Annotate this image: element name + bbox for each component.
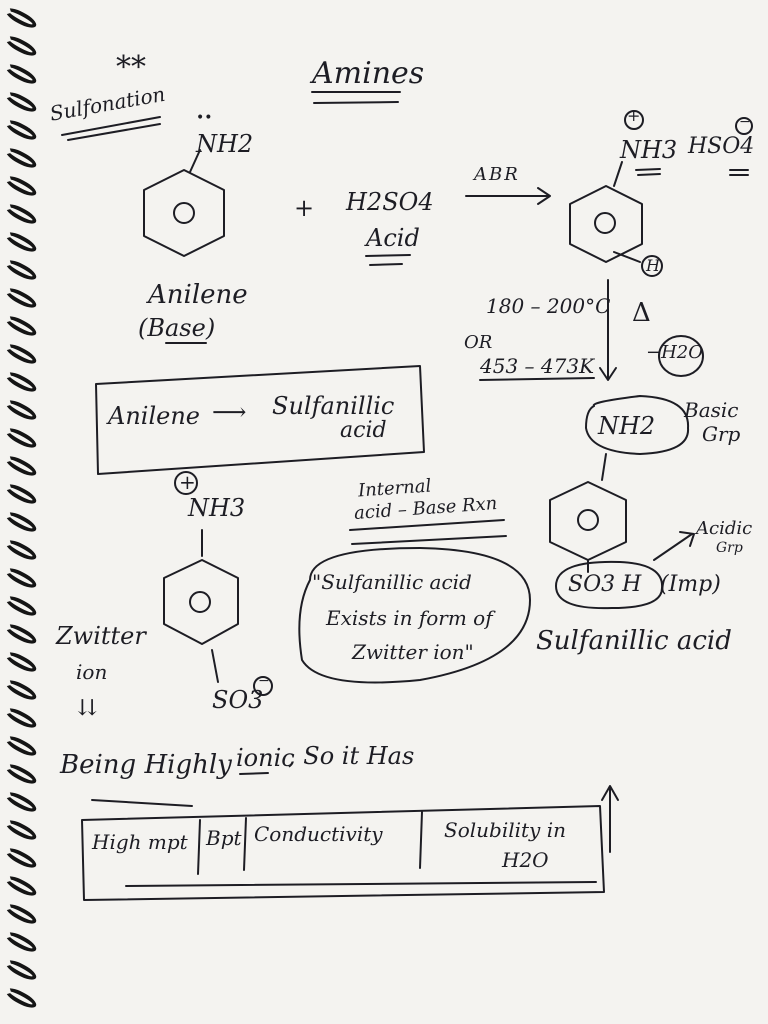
aniline-charge-dots: •• <box>196 110 213 126</box>
quote-line3: Zwitter ion" <box>352 640 474 664</box>
zwitter-label-line2: ion <box>76 660 108 684</box>
page-title: Amines <box>312 56 425 91</box>
reactant-type: (Base) <box>138 314 216 342</box>
zwitter-bottom-charge: − <box>258 673 270 689</box>
intermediate-plus-charge: + <box>627 106 641 125</box>
statement-before: Being Highly <box>60 750 232 780</box>
box-to-line1: Sulfanillic <box>272 392 395 420</box>
sulfanilic-acid-benzene-ring <box>549 453 695 610</box>
statement-after: , So it Has <box>288 742 415 770</box>
stars-mark: ** <box>116 50 146 85</box>
delta-sign: Δ <box>632 298 651 328</box>
box-arrow: ⟶ <box>212 398 247 426</box>
reactant-name: Anilene <box>148 280 248 310</box>
box-from: Anilene <box>108 402 201 430</box>
water-loss: −H2O <box>646 342 703 363</box>
property-solubility-h2o: H2O <box>502 848 549 872</box>
zwitter-down-arrow: ⇊ <box>78 696 97 721</box>
statement-ionic: ionic <box>236 744 295 772</box>
zwitter-label-line1: Zwitter <box>56 622 146 650</box>
temp-celsius: 180 – 200°C <box>486 294 611 318</box>
property-solubility: Solubility in <box>444 818 566 842</box>
plus-sign: + <box>294 194 315 222</box>
intermediate-counter-ion: HSO4 <box>688 134 755 159</box>
product-name: Sulfanillic acid <box>536 626 732 656</box>
zwitter-bottom-group: SO3 <box>212 686 264 714</box>
basic-label-2: Grp <box>702 422 741 446</box>
aniline-benzene-ring <box>143 149 225 257</box>
acidic-label-1: Acidic <box>696 518 753 539</box>
property-high-mpt: High mpt <box>92 830 188 854</box>
temp-kelvin: 453 – 473K <box>480 354 595 378</box>
zwitter-top-charge: + <box>179 470 196 494</box>
zwitter-top-group: NH3 <box>188 494 246 522</box>
reagent-type: Acid <box>366 224 420 252</box>
reagent-formula: H2SO4 <box>346 188 434 216</box>
intermediate-group: NH3 <box>620 136 678 164</box>
product-basic-group: NH2 <box>598 412 656 440</box>
zwitter-ion-benzene-ring <box>163 471 273 696</box>
intermediate-benzene-ring <box>569 110 753 277</box>
intermediate-h-label: H <box>646 256 660 275</box>
acidic-label-2: Grp <box>716 540 743 556</box>
quote-line1: "Sulfanillic acid <box>312 570 472 594</box>
product-acidic-group: SO3 H <box>568 572 642 597</box>
box-to-line2: acid <box>340 418 387 443</box>
aniline-group: NH2 <box>196 130 254 158</box>
or-label: OR <box>464 332 493 353</box>
product-imp: (Imp) <box>660 572 721 597</box>
intermediate-minus-charge: − <box>739 114 751 130</box>
property-bpt: Bpt <box>206 826 242 850</box>
condition-label: ABR <box>474 164 520 185</box>
quote-line2: Exists in form of <box>326 606 493 630</box>
basic-label-1: Basic <box>684 398 739 422</box>
property-conductivity: Conductivity <box>254 822 383 846</box>
